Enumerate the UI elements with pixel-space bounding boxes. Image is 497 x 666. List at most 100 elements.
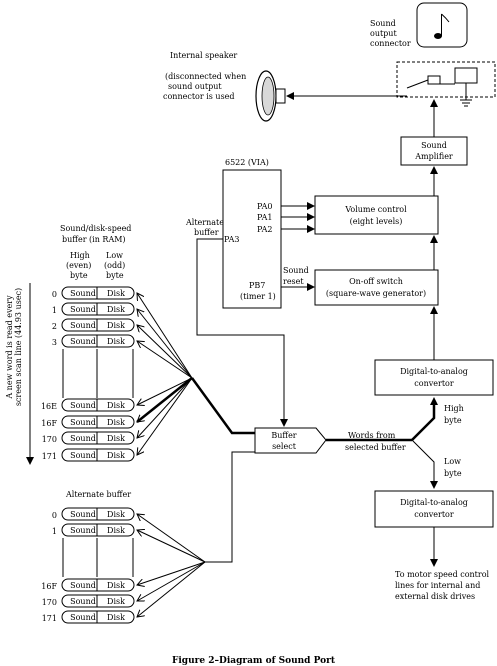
main-buffer-row-cell (61, 334, 135, 348)
alt-buffer-row-high: Sound (70, 597, 96, 606)
alt-buffer-row-index: 1 (52, 527, 57, 536)
sound-reset-label-2: reset (283, 277, 304, 286)
main-buffer-fan-arrow (137, 341, 193, 379)
on-off-switch-box (314, 269, 439, 306)
connector-jack (454, 67, 478, 84)
main-buffer-fan-arrow (137, 293, 193, 379)
main-buffer-row-high: Sound (70, 418, 96, 427)
main-buffer-row-low: Disk (107, 321, 125, 330)
via-pb7: PB7 (249, 281, 265, 290)
sound-amplifier-box (400, 136, 468, 166)
col-high-3: byte (70, 271, 88, 280)
speaker-note-2: sound output (168, 82, 222, 91)
high-byte-label-1: High (444, 404, 464, 413)
alternate-buffer-title: Alternate buffer (65, 490, 131, 499)
main-buffer-row-low: Disk (107, 289, 125, 298)
ground-icon (460, 99, 472, 107)
dac-bottom-label-2: convertor (414, 510, 454, 519)
main-buffer-row-index: 170 (42, 435, 57, 444)
col-low-3: byte (106, 271, 124, 280)
alt-buffer-row-low: Disk (107, 613, 125, 622)
alt-buffer-fan-arrow (137, 530, 206, 563)
main-buffer-row-cell (61, 415, 135, 429)
motor-note-2: lines for internal and (395, 581, 480, 590)
alt-buffer-row-high: Sound (70, 581, 96, 590)
sound-reset-label-1: Sound (283, 266, 309, 275)
alt-buffer-row-low: Disk (107, 581, 125, 590)
dac-top-label-2: convertor (414, 379, 454, 388)
alt-buffer-row-cell (61, 594, 135, 608)
low-byte-arrow (411, 439, 438, 489)
internal-speaker: Internal speaker (disconnected when soun… (163, 51, 286, 122)
alt-buffer-row-cell (61, 523, 135, 537)
on-off-switch-label-1: On-off switch (349, 277, 403, 286)
alt-buffer-fan-arrow (137, 561, 206, 585)
main-buffer-row-cell (61, 318, 135, 332)
buffer-select-box (254, 427, 327, 454)
main-buffer-row-low: Disk (107, 434, 125, 443)
low-byte-label-1: Low (444, 457, 461, 466)
main-buffer-row-index: 16E (41, 402, 57, 411)
speaker-note-3: connector is used (163, 92, 235, 101)
speaker-icon (255, 70, 286, 122)
pa3-to-buffer-select-line (196, 238, 288, 427)
main-buffer-row-index: 171 (42, 452, 57, 461)
main-buffer-row-cell (61, 286, 135, 300)
sound-output-connector: Sound output connector (370, 2, 496, 107)
col-high-2: (even) (66, 261, 91, 270)
alt-buffer-row-index: 170 (42, 598, 57, 607)
figure-caption: Figure 2–Diagram of Sound Port (172, 656, 336, 666)
connector-label-2: output (370, 29, 397, 38)
alt-buffer-fan-arrow (137, 514, 206, 563)
via-pa2: PA2 (257, 225, 273, 234)
main-buffer-title-2: buffer (in RAM) (62, 235, 126, 244)
alt-buffer-row-index: 16F (41, 582, 57, 591)
main-buffer-row-low: Disk (107, 305, 125, 314)
via-pa3: PA3 (224, 235, 240, 244)
dac-top-box (374, 359, 494, 396)
alt-buffer-fan-arrow (137, 561, 206, 601)
main-buffer-row-index: 2 (52, 322, 57, 331)
main-buffer-row-high: Sound (70, 289, 96, 298)
main-buffer-row-low: Disk (107, 418, 125, 427)
main-buffer-row-cell (61, 431, 135, 445)
alt-buffer-row-high: Sound (70, 613, 96, 622)
sound-amplifier-label-1: Sound (421, 141, 447, 150)
buffer-select-label-2: select (272, 442, 297, 451)
buffer-select-label-1: Buffer (271, 431, 296, 440)
main-buffer-fan-arrow (137, 377, 193, 423)
alt-buffer-row-index: 0 (52, 511, 57, 520)
speaker-note-1: (disconnected when (165, 72, 246, 81)
via-title: 6522 (VIA) (225, 158, 269, 167)
high-byte-line (411, 402, 436, 441)
via-pa0: PA0 (257, 202, 273, 211)
alt-buffer-row-high: Sound (70, 526, 96, 535)
main-buffer-row-low: Disk (107, 337, 125, 346)
connector-switch (427, 75, 441, 85)
main-buffer-fan-arrow (137, 309, 193, 379)
alternate-buffer-signal-1: Alternate (185, 218, 224, 227)
alt-buffer-row-low: Disk (107, 597, 125, 606)
side-note-1: A new word is read every (5, 295, 14, 400)
main-buffer-row-cell (61, 302, 135, 316)
sound-amplifier-label-2: Amplifier (414, 152, 453, 161)
dac-bottom-label-1: Digital-to-analog (400, 498, 468, 507)
main-buffer-fan-arrow (137, 377, 193, 455)
main-buffer-title-1: Sound/disk-speed (60, 224, 131, 233)
alt-buffer-fan-arrow (137, 561, 206, 617)
speaker-label: Internal speaker (170, 51, 237, 60)
low-byte-label-2: byte (444, 469, 462, 478)
dac-bottom-box (374, 490, 494, 528)
volume-control-label-2: (eight levels) (350, 217, 403, 226)
dac-top-label-1: Digital-to-analog (400, 367, 468, 376)
alt-buffer-to-select-line (205, 451, 255, 563)
alt-buffer-row: 170 Sound Disk (42, 594, 135, 608)
alt-buffer-row-cell (61, 610, 135, 624)
